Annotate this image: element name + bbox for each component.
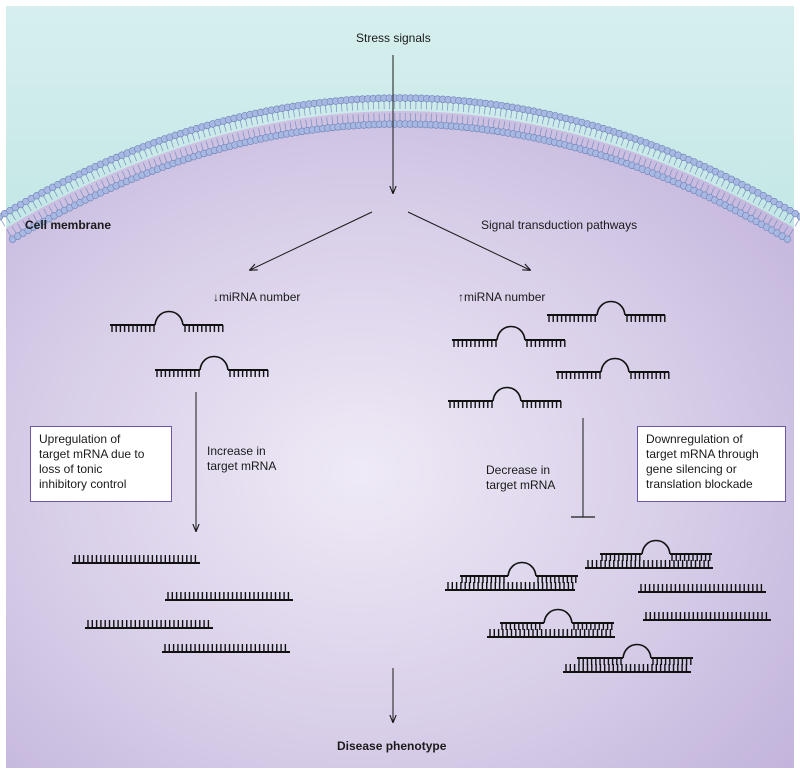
mirna-hairpin <box>556 357 670 379</box>
arrow-to-decrease-branch <box>250 211 373 270</box>
up-mirna-label: ↑miRNA number <box>458 290 546 304</box>
decrease-line-2: target mRNA <box>486 478 556 492</box>
decrease-line-1: Decrease in <box>486 463 551 477</box>
increase-line-1: Increase in <box>207 444 266 458</box>
mrna-strand <box>638 584 766 593</box>
mirna-hairpin <box>547 300 666 322</box>
upregulation-box: Upregulation of target mRNA due to loss … <box>30 426 172 502</box>
mrna-strand <box>72 555 200 564</box>
stress-signals-label: Stress signals <box>356 31 431 45</box>
increase-line-2: target mRNA <box>207 459 277 473</box>
cell-interior <box>6 111 794 768</box>
mirna-hairpin <box>155 355 269 377</box>
arrow-to-increase-branch <box>407 211 530 270</box>
mrna-molecules <box>72 539 771 673</box>
upregulation-line-1: Upregulation of <box>39 432 121 446</box>
mirna-hairpin <box>600 539 712 561</box>
downregulation-line-4: translation blockade <box>646 477 753 491</box>
upregulation-line-2: target mRNA due to <box>39 447 145 461</box>
mrna-strand <box>165 592 293 601</box>
down-mirna-label: ↓miRNA number <box>213 290 301 304</box>
mirna-molecules <box>110 300 670 408</box>
decrease-target-label: Decrease in target mRNA <box>486 463 555 493</box>
mrna-strand <box>563 664 691 673</box>
downregulation-line-3: gene silencing or <box>646 462 737 476</box>
mrna-strand <box>162 644 290 653</box>
mrna-strand <box>85 620 213 629</box>
mirna-hairpin <box>452 325 566 347</box>
upregulation-line-4: inhibitory control <box>39 477 127 491</box>
downregulation-line-2: target mRNA through <box>646 447 759 461</box>
cell-membrane-bilayer <box>0 94 800 243</box>
mirna-hairpin <box>460 561 578 583</box>
mrna-strand <box>585 560 713 569</box>
downregulation-line-1: Downregulation of <box>646 432 743 446</box>
downregulation-box: Downregulation of target mRNA through ge… <box>637 426 786 502</box>
signal-transduction-label: Signal transduction pathways <box>481 218 638 232</box>
mirna-hairpin <box>110 310 224 332</box>
mirna-hairpin <box>448 386 562 408</box>
mrna-strand <box>643 612 771 621</box>
upregulation-line-3: loss of tonic <box>39 462 103 476</box>
mirna-hairpin <box>577 643 693 665</box>
mrna-strand <box>445 582 575 591</box>
cell-membrane-label: Cell membrane <box>25 218 112 232</box>
increase-target-label: Increase in target mRNA <box>207 444 276 474</box>
mirna-hairpin <box>500 608 614 630</box>
mrna-strand <box>487 629 615 638</box>
disease-phenotype-label: Disease phenotype <box>337 739 447 753</box>
